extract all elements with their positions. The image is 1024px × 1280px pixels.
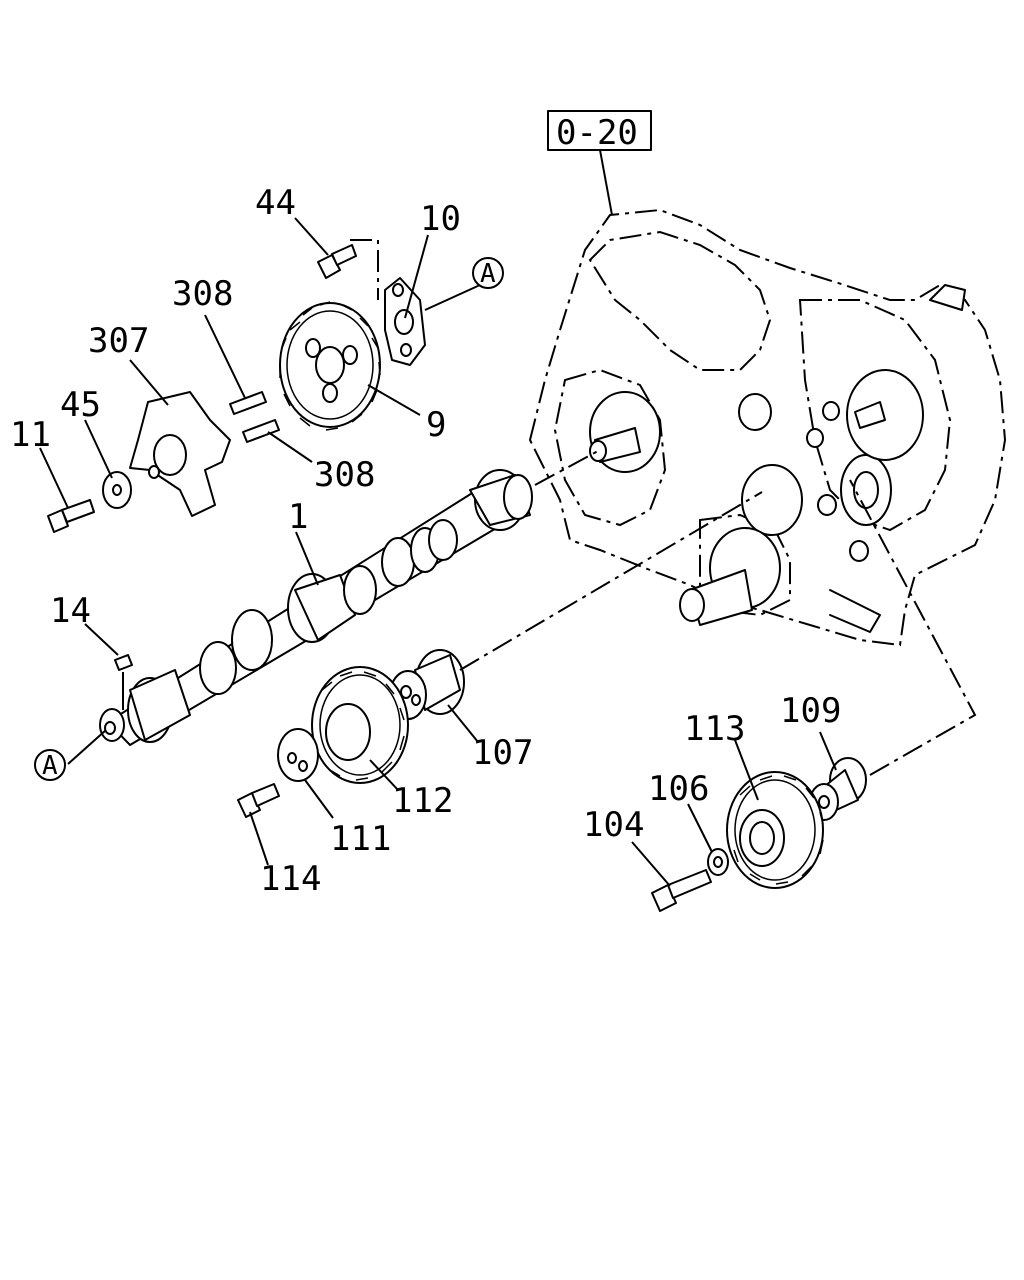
connector-a-upper: A bbox=[472, 257, 504, 289]
bolt-44 bbox=[317, 244, 357, 279]
callout-113: 113 bbox=[684, 709, 745, 749]
part-labels: 44 10 308 307 45 11 9 308 1 14 107 112 1… bbox=[10, 183, 841, 899]
dowel-pins-308 bbox=[229, 391, 280, 443]
callout-104: 104 bbox=[583, 805, 644, 845]
idler-gear-112 bbox=[311, 666, 409, 784]
camshaft bbox=[67, 450, 599, 765]
callout-107: 107 bbox=[472, 733, 533, 773]
callout-308-lower: 308 bbox=[314, 455, 375, 495]
bolt-11 bbox=[47, 499, 95, 533]
callout-9: 9 bbox=[426, 405, 446, 445]
washer-106 bbox=[707, 848, 729, 876]
callout-111: 111 bbox=[330, 819, 391, 859]
leader-lines bbox=[39, 217, 837, 887]
callout-114: 114 bbox=[260, 859, 321, 899]
drive-flange-307 bbox=[129, 391, 231, 517]
reference-box: 0-20 bbox=[547, 110, 652, 216]
callout-11: 11 bbox=[10, 415, 51, 455]
gear-113 bbox=[726, 771, 824, 889]
svg-text:A: A bbox=[480, 259, 496, 289]
callout-307: 307 bbox=[88, 321, 149, 361]
thrust-plate-111 bbox=[277, 728, 319, 782]
callout-45: 45 bbox=[60, 385, 101, 425]
callout-106: 106 bbox=[648, 769, 709, 809]
callout-112: 112 bbox=[392, 781, 453, 821]
washer-45 bbox=[102, 471, 132, 509]
callout-44: 44 bbox=[255, 183, 296, 223]
svg-text:A: A bbox=[42, 751, 58, 781]
bolt-104 bbox=[651, 869, 712, 912]
woodruff-key bbox=[114, 654, 133, 710]
callout-109: 109 bbox=[780, 691, 841, 731]
thrust-plate-10 bbox=[350, 239, 481, 366]
idler-shaft-107 bbox=[389, 491, 763, 720]
timing-gear-9 bbox=[279, 301, 381, 431]
bolt-114 bbox=[237, 783, 280, 818]
engine-housing bbox=[528, 208, 1007, 647]
bushing-109 bbox=[809, 479, 977, 821]
connector-a-lower: A bbox=[34, 749, 66, 781]
callout-10: 10 bbox=[420, 199, 461, 239]
callout-14: 14 bbox=[50, 591, 91, 631]
reference-label: 0-20 bbox=[556, 113, 638, 153]
callout-308-upper: 308 bbox=[172, 274, 233, 314]
callout-1: 1 bbox=[288, 497, 308, 537]
